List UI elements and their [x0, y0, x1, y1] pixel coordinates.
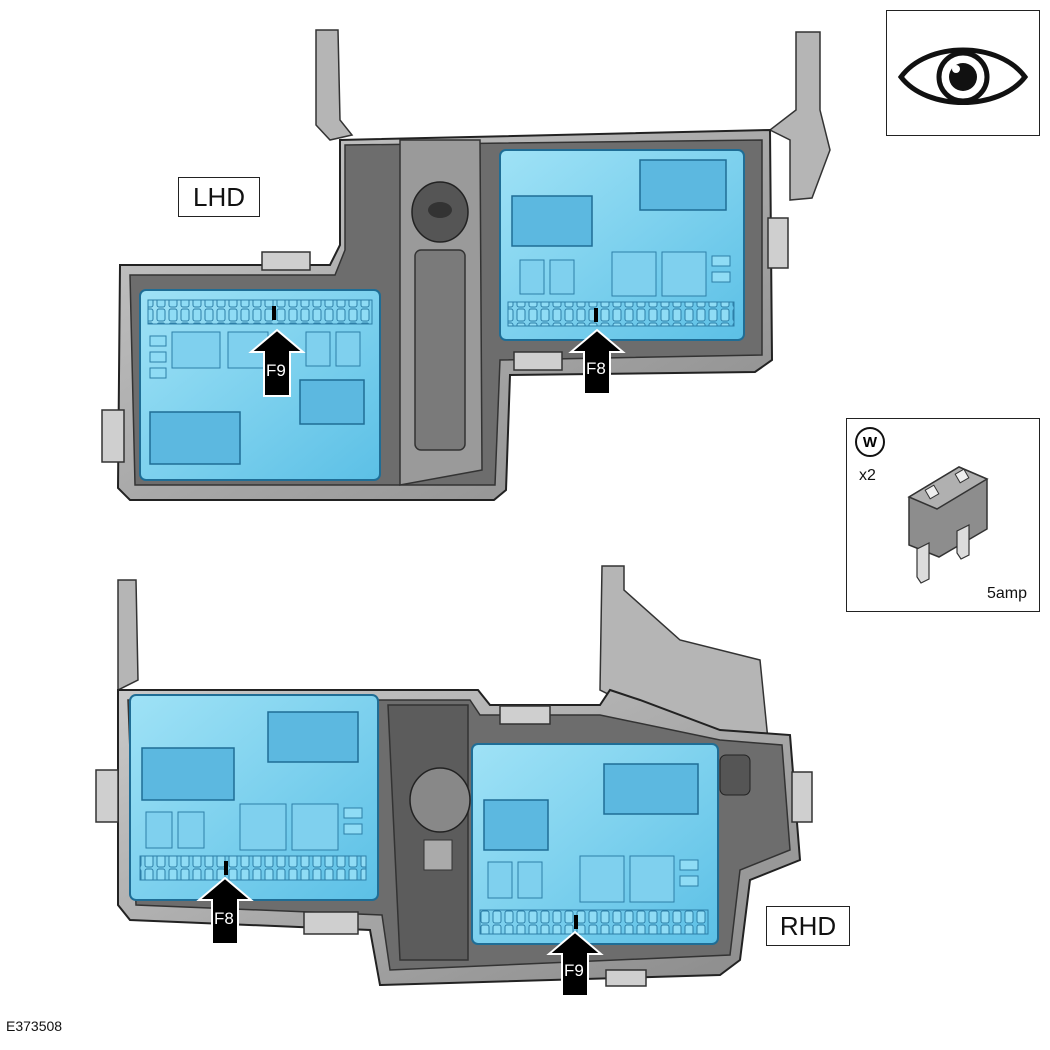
lhd-left-module	[139, 289, 381, 481]
view-panel	[886, 10, 1040, 136]
fuse-spec-panel: W x2 5amp	[846, 418, 1040, 612]
arrow-f9-lhd: F9	[248, 328, 306, 397]
fuse-rating-text: 5amp	[986, 585, 1027, 602]
arrow-f9-rhd: F9	[546, 930, 604, 997]
figure-caption: E373508	[6, 1018, 63, 1034]
lhd-label: LHD	[178, 177, 260, 217]
arrow-label: F9	[266, 361, 286, 380]
arrow-f8-rhd: F8	[196, 876, 254, 945]
rhd-left-module	[129, 694, 379, 901]
rhd-label: RHD	[766, 906, 850, 946]
rhd-right-module	[471, 743, 719, 945]
lhd-right-module	[499, 149, 745, 341]
rhd-fuse-box: F8 F9	[95, 565, 813, 997]
eye-icon	[897, 47, 1029, 105]
arrow-label: F8	[214, 909, 234, 928]
arrow-f8-lhd: F8	[568, 328, 626, 395]
arrow-label: F9	[564, 961, 584, 980]
tool-symbol-icon: W	[855, 427, 885, 457]
lhd-fuse-box: F9 F8	[101, 29, 831, 501]
mini-blade-fuse-icon	[907, 466, 989, 584]
arrow-label: F8	[586, 359, 606, 378]
quantity-text: x2	[859, 467, 876, 484]
tool-symbol-text: W	[862, 433, 878, 451]
